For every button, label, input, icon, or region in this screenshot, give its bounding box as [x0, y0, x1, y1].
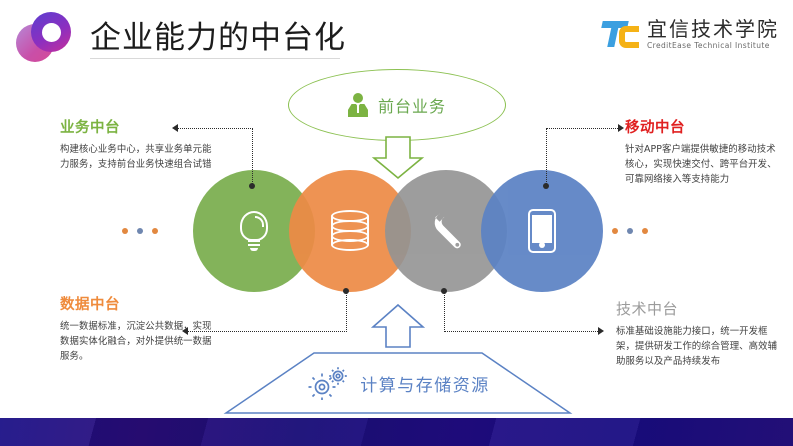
block-body-mobile: 针对APP客户端提供敏捷的移动技术核心，实现快速交付、跨平台开发、可靠网络接入等… [625, 144, 777, 186]
mobile-phone-icon [528, 209, 556, 253]
platform-circle-data[interactable] [289, 170, 411, 292]
tc-monogram-icon [601, 19, 640, 49]
block-body-technology: 标准基础设施能力接口，统一开发框架，提供研发工作的综合管理、高效辅助服务以及产品… [616, 326, 778, 368]
dot [612, 228, 618, 234]
text-block-technology: 技术中台 标准基础设施能力接口，统一开发框架，提供研发工作的综合管理、高效辅助服… [616, 298, 781, 370]
page-title: 企业能力的中台化 [90, 20, 346, 56]
block-heading-data: 数据中台 [60, 297, 120, 313]
base-label: 计算与存储资源 [360, 375, 490, 396]
dot [152, 228, 158, 234]
arrow-up-icon [368, 303, 428, 349]
base-trapezoid [178, 352, 618, 414]
corporate-logo: 宜信技术学院 CreditEase Technical Institute [601, 12, 779, 56]
database-icon [331, 210, 369, 252]
title-divider [90, 58, 340, 59]
block-heading-business: 业务中台 [60, 120, 120, 136]
base-label-row[interactable]: 计算与存储资源 [178, 352, 618, 414]
footer-shading [0, 418, 793, 446]
front-office-node[interactable]: 前台业务 [288, 69, 506, 141]
text-block-data: 数据中台 统一数据标准，沉淀公共数据，实现数据实体化融合，对外提供统一数据服务。 [60, 293, 215, 365]
platform-circles [193, 170, 603, 292]
corp-name-en: CreditEase Technical Institute [647, 40, 770, 50]
lightbulb-icon [237, 211, 271, 251]
block-body-business: 构建核心业务中心，共享业务单元能力服务，支持前台业务快速组合试错 [60, 144, 212, 171]
ellipsis-left [122, 228, 158, 234]
dot [627, 228, 633, 234]
logo-circle-hole [42, 23, 61, 42]
block-body-data: 统一数据标准，沉淀公共数据，实现数据实体化融合，对外提供统一数据服务。 [60, 321, 212, 363]
block-heading-technology: 技术中台 [616, 300, 679, 318]
text-block-business: 业务中台 构建核心业务中心，共享业务单元能力服务，支持前台业务快速组合试错 [60, 116, 215, 172]
footer-bar [0, 418, 793, 446]
dot [122, 228, 128, 234]
block-heading-mobile: 移动中台 [625, 120, 685, 136]
overlapping-circles-logo [16, 10, 78, 62]
dot [137, 228, 143, 234]
front-office-label: 前台业务 [377, 97, 446, 116]
text-block-mobile: 移动中台 针对APP客户端提供敏捷的移动技术核心，实现快速交付、跨平台开发、可靠… [625, 116, 785, 188]
dot [642, 228, 648, 234]
corp-name-cn: 宜信技术学院 [647, 16, 779, 41]
person-icon [347, 93, 368, 117]
arrow-down-icon [368, 136, 428, 180]
gears-icon [306, 366, 350, 401]
ellipsis-right [612, 228, 648, 234]
wrench-icon [424, 209, 468, 253]
platform-circle-mobile[interactable] [481, 170, 603, 292]
